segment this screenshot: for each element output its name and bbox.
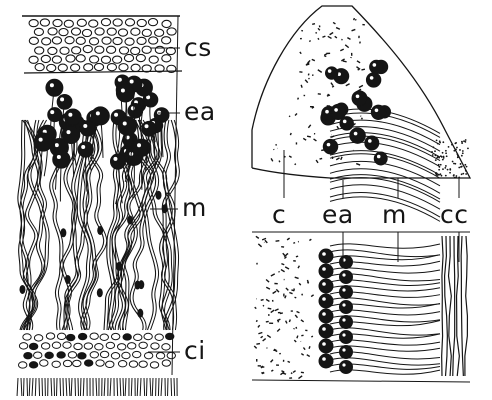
right-bottom-panel-illustration (252, 232, 470, 382)
label-cc: cc (440, 202, 469, 227)
right-top-panel-illustration (252, 6, 470, 221)
cortex-inferior-cells (18, 333, 175, 368)
label-cs: cs (184, 35, 212, 60)
label-ci: ci (184, 338, 206, 363)
label-m-left: m (182, 195, 207, 220)
label-m-right: m (382, 202, 407, 227)
label-c: c (272, 202, 286, 227)
cortex-superior-cells (29, 19, 176, 73)
cc-stripes (442, 236, 468, 376)
left-panel-illustration (17, 16, 182, 396)
cortex-specks-lower (254, 236, 313, 378)
ea-ascus-cells-upper (321, 60, 391, 165)
label-ea-right: ea (322, 202, 354, 227)
lower-fringe (17, 378, 177, 396)
label-ea-left: ea (184, 99, 216, 124)
